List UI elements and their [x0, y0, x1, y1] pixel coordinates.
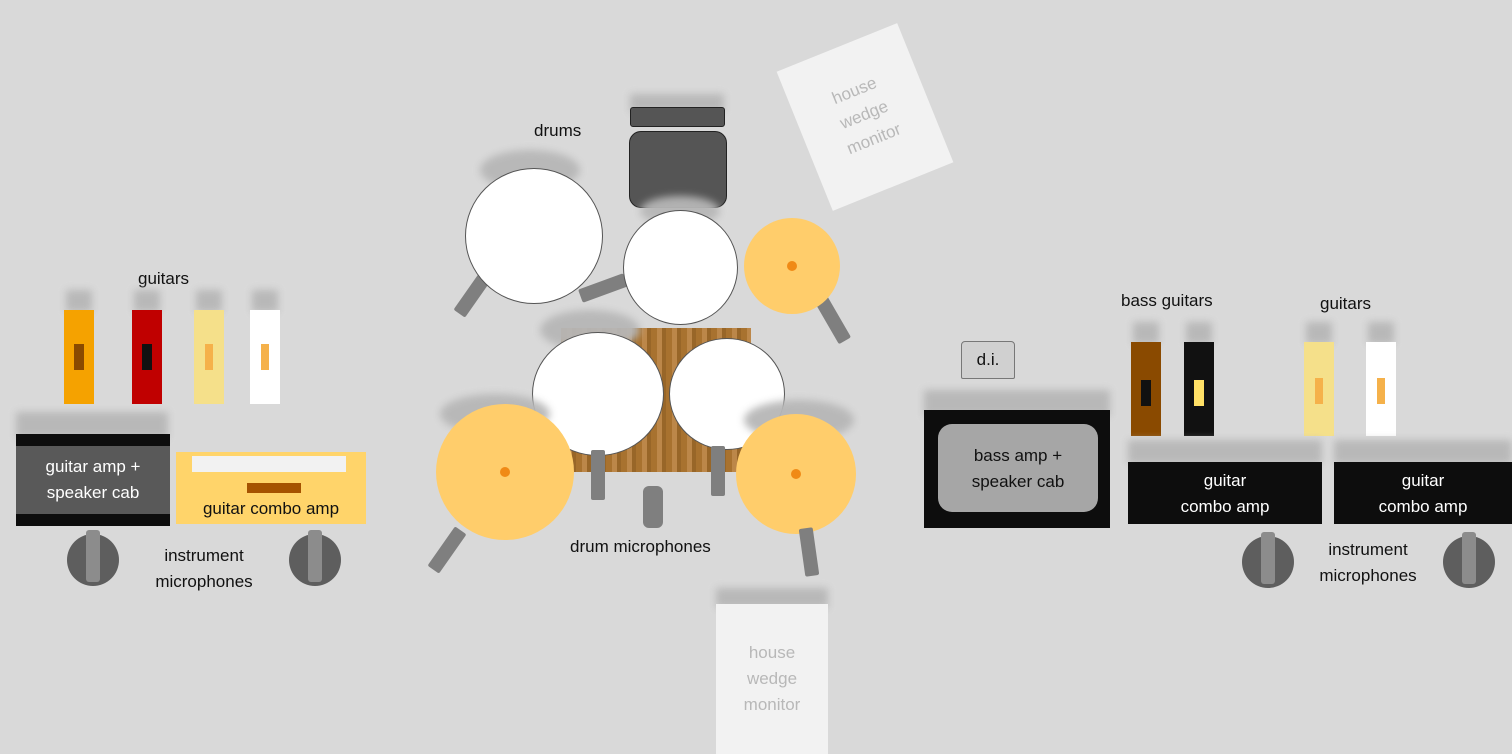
guitar-amp-cab-label: guitar amp + speaker cab	[45, 457, 141, 502]
drum-icon	[623, 210, 738, 325]
guitar-combo-amp-right-1: guitar combo amp	[1128, 462, 1322, 524]
drum-mics-label: drum microphones	[570, 537, 711, 556]
guitar-icon	[132, 310, 162, 404]
drums-label: drums	[534, 121, 582, 140]
bass-guitar-icon	[1184, 342, 1214, 436]
cymbal-icon	[736, 414, 856, 534]
microphone-icon	[289, 530, 341, 586]
guitar-icon	[194, 310, 224, 404]
bass-guitar-icon	[1131, 342, 1161, 436]
microphone-icon	[67, 530, 119, 586]
bass-amp-cab: bass amp + speaker cab	[924, 410, 1110, 528]
microphone-icon	[1443, 532, 1495, 588]
drum-icon	[465, 168, 603, 304]
guitar-icon	[1366, 342, 1396, 436]
guitar-icon	[64, 310, 94, 404]
house-wedge-bottom-label: house wedge monitor	[743, 643, 801, 714]
instrument-mics-right-label: instrument microphones	[1319, 540, 1417, 585]
house-wedge-monitor-top: house wedge monitor	[776, 23, 954, 211]
guitar-icon	[1304, 342, 1334, 436]
di-box: d.i.	[961, 341, 1015, 379]
cymbal-icon	[436, 404, 574, 540]
drum-microphone-icon	[427, 526, 467, 574]
house-wedge-top-label: house wedge monitor	[829, 73, 904, 159]
guitar-combo-amp-left: guitar combo amp	[176, 452, 366, 524]
kick-microphone-icon	[643, 486, 663, 528]
drum-microphone-icon	[591, 450, 605, 500]
guitars-right-label: guitars	[1320, 294, 1372, 313]
guitar-combo-left-label: guitar combo amp	[202, 499, 340, 518]
drum-microphone-icon	[798, 527, 820, 577]
guitar-combo-amp-right-2: guitar combo amp	[1334, 462, 1512, 524]
instrument-mics-left-label: instrument microphones	[155, 546, 253, 591]
cymbal-icon	[744, 218, 840, 314]
di-label: d.i.	[976, 350, 1000, 369]
guitar-amp-cab: guitar amp + speaker cab	[16, 434, 170, 526]
drum-throne-back	[630, 107, 725, 127]
bass-amp-cab-label: bass amp + speaker cab	[971, 446, 1065, 491]
microphone-icon	[1242, 532, 1294, 588]
guitar-combo-right-1-label: guitar combo amp	[1180, 471, 1270, 516]
bass-guitars-label: bass guitars	[1121, 291, 1213, 310]
drum-microphone-icon	[711, 446, 725, 496]
guitars-left-label: guitars	[138, 269, 190, 288]
guitar-icon	[250, 310, 280, 404]
house-wedge-monitor-bottom: house wedge monitor	[716, 604, 828, 754]
guitar-combo-right-2-label: guitar combo amp	[1378, 471, 1468, 516]
drum-throne	[629, 131, 727, 208]
